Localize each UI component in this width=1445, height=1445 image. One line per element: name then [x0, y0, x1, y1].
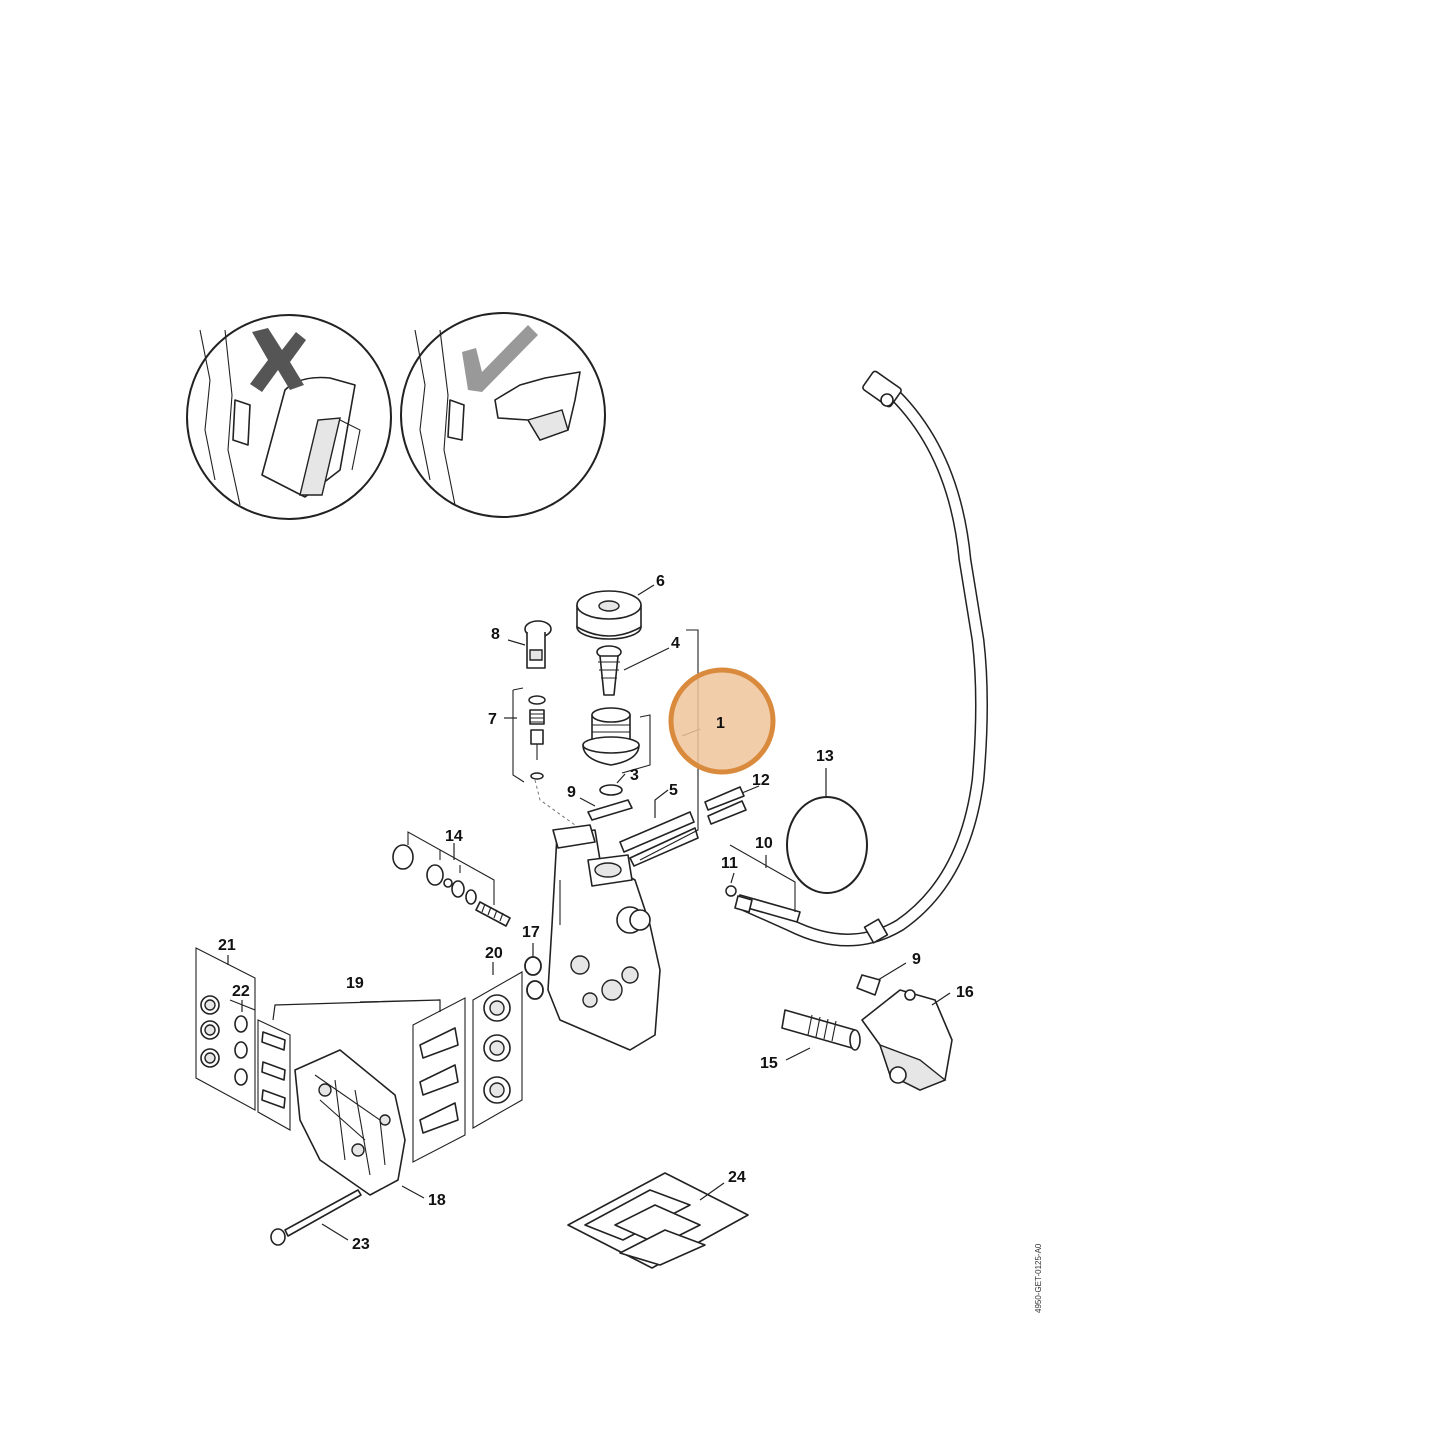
callout-4[interactable]: 4: [671, 635, 680, 652]
callout-11[interactable]: 11: [721, 855, 738, 872]
callout-16[interactable]: 16: [956, 984, 974, 1001]
callout-8[interactable]: 8: [491, 626, 500, 643]
callout-7[interactable]: 7: [488, 711, 497, 728]
callout-6[interactable]: 6: [656, 573, 665, 590]
callout-14[interactable]: 14: [445, 828, 463, 845]
part-21-22-kit: [195, 947, 256, 1111]
detail-correct: [400, 312, 606, 518]
part-7-valve-kit: [512, 687, 546, 783]
pump-housing: [534, 779, 661, 1051]
callout-3[interactable]: 3: [630, 767, 639, 784]
part-1-highlight[interactable]: [668, 667, 776, 775]
high-pressure-hose: [738, 370, 988, 947]
part-6-cap: [576, 590, 642, 640]
callout-24[interactable]: 24: [728, 1169, 746, 1186]
part-19-valves-right: [412, 997, 466, 1163]
part-8-plug: [524, 620, 552, 669]
callout-12[interactable]: 12: [752, 772, 770, 789]
part-23-bolt: [270, 1189, 362, 1246]
callout-22[interactable]: 22: [232, 983, 250, 1000]
callout-5[interactable]: 5: [669, 782, 678, 799]
callout-15[interactable]: 15: [760, 1055, 778, 1072]
callout-labels: 1 3 4 5 6 7 8 9 9 10 11 12 13 14 15 16 1…: [218, 573, 974, 1253]
part-24-seal-kit: [567, 1172, 749, 1269]
callout-18[interactable]: 18: [428, 1192, 446, 1209]
part-11-o-ring: [725, 885, 737, 897]
detail-incorrect: [186, 314, 392, 520]
part-16-unloader: [861, 989, 953, 1091]
part-14-kit: [392, 831, 511, 927]
callout-23[interactable]: 23: [352, 1236, 370, 1253]
part-17-o-rings: [524, 956, 544, 1000]
part-19-valves-left: [257, 1019, 291, 1131]
callout-21[interactable]: 21: [218, 937, 236, 954]
callout-9-bottom[interactable]: 9: [912, 951, 921, 968]
part-18-pump-head: [294, 1049, 406, 1196]
callout-10[interactable]: 10: [755, 835, 773, 852]
part-10-connector: [725, 844, 801, 923]
part-4-valve: [596, 645, 622, 696]
callout-19[interactable]: 19: [346, 975, 364, 992]
callout-20[interactable]: 20: [485, 945, 503, 962]
part-13-o-ring: [786, 796, 868, 894]
callout-17[interactable]: 17: [522, 924, 540, 941]
part-1-screw-plug: [582, 707, 640, 796]
drawing-code: 4950-GET-0125-A0: [1034, 1243, 1043, 1313]
callout-13[interactable]: 13: [816, 748, 834, 765]
part-15-valve: [781, 1009, 861, 1051]
cross-icon: [250, 328, 306, 392]
part-20-seals: [472, 971, 523, 1129]
callout-1[interactable]: 1: [716, 715, 725, 732]
callout-9-top[interactable]: 9: [567, 784, 576, 801]
leader-lines: [227, 584, 951, 1241]
checkmark-icon: [462, 325, 538, 392]
